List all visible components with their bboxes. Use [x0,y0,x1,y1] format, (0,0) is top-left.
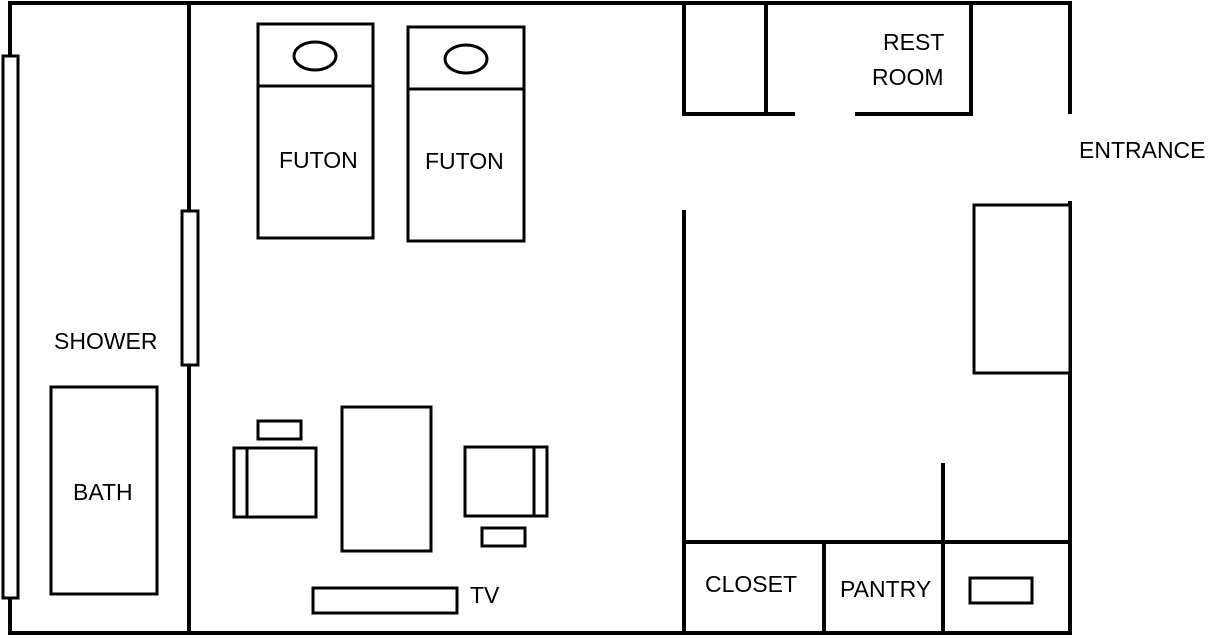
label-entrance: ENTRANCE [1079,137,1206,163]
label-shower: SHOWER [54,328,158,354]
label-rest-room-line2: ROOM [872,64,944,90]
side-table-left [256,419,303,441]
low-table [340,405,433,553]
label-rest-room-line1: REST [883,29,944,55]
partition-sliding-door [180,209,200,367]
pantry-shelf [968,576,1034,605]
label-closet: CLOSET [705,571,797,597]
futon-2-pillow [443,43,489,75]
label-futon-2: FUTON [425,148,504,174]
futon-1-pillow [292,40,338,72]
left-window [1,54,20,600]
label-futon-1: FUTON [279,147,358,173]
chair-right [463,445,549,518]
chair-left [232,446,318,519]
side-table-right [480,526,527,548]
futon-2 [406,25,526,243]
label-bath: BATH [73,479,133,505]
label-pantry: PANTRY [840,576,931,602]
futon-2-mat [406,25,526,243]
shoe-cabinet [972,203,1072,375]
futon-1 [256,22,375,240]
bathtub [49,385,159,596]
walls [8,1,1072,635]
label-tv: TV [470,582,500,608]
tv-stand [311,586,459,615]
